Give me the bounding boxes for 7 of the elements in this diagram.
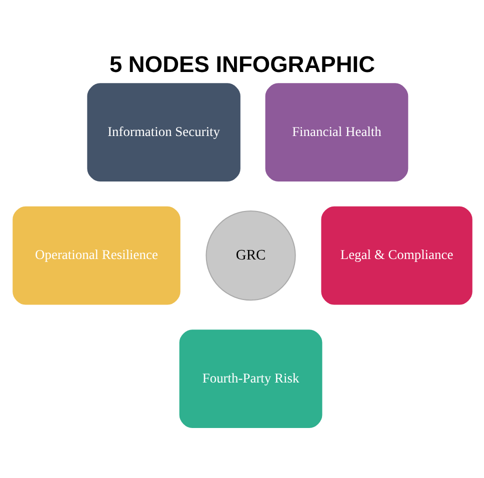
node-box: Financial Health bbox=[264, 83, 408, 182]
node-circle: GRC bbox=[205, 210, 296, 301]
node-box: Fourth-Party Risk bbox=[178, 330, 322, 428]
diagram-title: 5 NODES INFOGRAPHIC bbox=[108, 50, 375, 77]
node-box: Operational Resilience bbox=[12, 206, 180, 305]
node-box: Information Security bbox=[86, 83, 240, 182]
node-box: Legal & Compliance bbox=[320, 206, 472, 305]
